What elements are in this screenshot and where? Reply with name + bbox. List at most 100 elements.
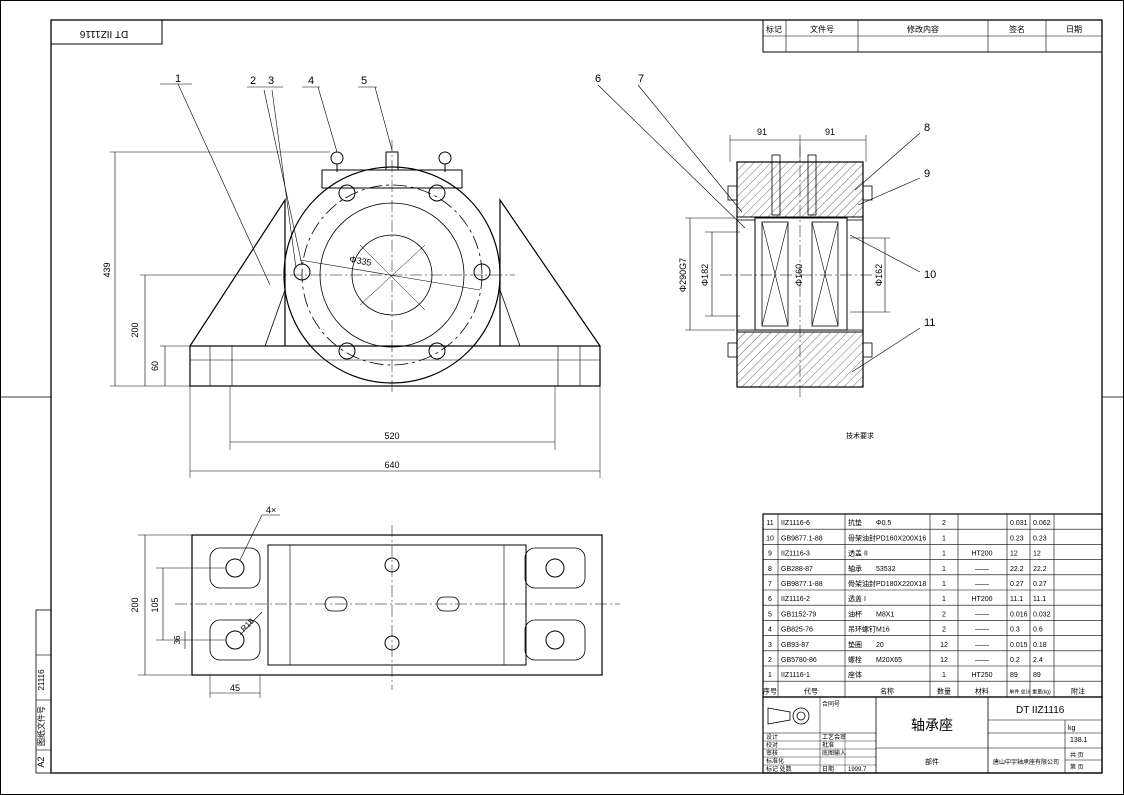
parts-cell-total: 89 — [1033, 672, 1041, 679]
parts-cell-spec: M16 — [876, 627, 890, 634]
dim-45: 45 — [230, 683, 240, 693]
parts-cell-no: 4 — [768, 627, 772, 634]
dim-d162: Φ162 — [874, 264, 884, 286]
parts-cell-total: 0.23 — [1033, 535, 1047, 542]
parts-cell-unit: 0.27 — [1010, 581, 1024, 588]
dim-60: 60 — [150, 361, 160, 371]
tb-designer: 设计 — [766, 733, 778, 741]
rev-h0: 标记 — [766, 24, 782, 34]
leader-1: 1 — [175, 73, 181, 85]
parts-cell-total: 0.062 — [1033, 520, 1051, 527]
leader-5: 5 — [361, 75, 367, 87]
parts-cell-total: 0.18 — [1033, 642, 1047, 649]
leader-7: 7 — [638, 73, 644, 85]
parts-cell-no: 5 — [768, 611, 772, 618]
parts-cell-name: 骨架油封 — [848, 579, 876, 588]
tb-part: 部件 — [925, 757, 939, 766]
parts-header-note: 附注 — [1071, 686, 1085, 695]
revision-table: 标记 文件号 修改内容 签名 日期 — [762, 19, 1103, 53]
parts-cell-qty: 2 — [942, 520, 946, 527]
parts-cell-mat: HT200 — [971, 596, 992, 603]
parts-cell-mat: HT200 — [971, 551, 992, 558]
dim-top-200: 200 — [130, 597, 140, 612]
dim-91-left: 91 — [757, 127, 767, 137]
parts-cell-code: GB93-87 — [781, 642, 809, 649]
parts-cell-unit: 0.031 — [1010, 520, 1028, 527]
parts-cell-spec: 20 — [876, 642, 884, 649]
parts-cell-no: 7 — [768, 581, 772, 588]
dim-d160: Φ160 — [794, 264, 804, 286]
title-block-grid — [762, 696, 1103, 774]
parts-cell-name: 油杯 — [848, 609, 862, 618]
parts-cell-name: 透盖 I — [848, 594, 866, 603]
parts-cell-name: 吊环螺钉 — [848, 625, 876, 634]
dim-4x: 4× — [266, 505, 276, 515]
tb-company: 唐山中宇轴承座有限公司 — [993, 758, 1059, 766]
inner-frame — [50, 19, 1103, 774]
parts-cell-qty: 1 — [942, 566, 946, 573]
parts-cell-mat: —— — [975, 627, 989, 634]
dim-d290: Φ290G7 — [678, 258, 688, 292]
parts-cell-spec: M8X1 — [876, 611, 894, 618]
tb-date-value: 1999.7 — [848, 767, 867, 773]
parts-cell-code: GB9877.1-88 — [781, 535, 823, 542]
section-caption: 技术要求 — [846, 431, 874, 440]
leader-9: 9 — [924, 168, 930, 180]
leader-3: 3 — [268, 75, 274, 87]
parts-cell-name: 骨架油封 — [848, 533, 876, 542]
parts-cell-name: 轴承 — [848, 564, 862, 573]
parts-cell-qty: 1 — [942, 672, 946, 679]
parts-cell-qty: 12 — [940, 642, 948, 649]
parts-cell-qty: 1 — [942, 551, 946, 558]
top-view — [138, 514, 620, 698]
parts-cell-code: IIZ1116-1 — [781, 672, 810, 679]
parts-cell-code: GB288-87 — [781, 566, 813, 573]
parts-cell-mat: —— — [975, 581, 989, 588]
parts-cell-unit: 0.016 — [1010, 611, 1028, 618]
parts-cell-code: GB825-76 — [781, 627, 813, 634]
parts-cell-unit: 12 — [1010, 551, 1018, 558]
parts-cell-unit: 89 — [1010, 672, 1018, 679]
tb-filing: 底图输入 — [822, 749, 846, 757]
leader-6: 6 — [595, 73, 601, 85]
parts-cell-no: 3 — [768, 642, 772, 649]
parts-cell-no: 1 — [768, 672, 772, 679]
parts-cell-code: IIZ1116-6 — [781, 520, 810, 527]
drawing-number-top: DT IIZ1116 — [79, 28, 128, 39]
dim-r18: R18 — [239, 616, 256, 633]
tb-checker: 校对 — [766, 741, 778, 749]
parts-cell-spec: Φ0.5 — [876, 520, 891, 527]
dim-91-right: 91 — [825, 127, 835, 137]
parts-cell-no: 11 — [766, 520, 773, 527]
parts-cell-code: GB5780-86 — [781, 657, 817, 664]
rev-h4: 日期 — [1066, 25, 1082, 34]
tb-sheets: 共 页 — [1070, 751, 1084, 759]
tb-process: 工艺会审 — [822, 733, 846, 741]
rev-h3: 签名 — [1009, 24, 1025, 34]
tb-title: 轴承座 — [911, 717, 953, 733]
dim-439: 439 — [102, 262, 112, 277]
parts-header-mat: 材料 — [975, 686, 989, 695]
parts-cell-qty: 1 — [942, 535, 946, 542]
parts-header-weight: 单件 总计 重量(kg) — [1009, 688, 1051, 695]
parts-cell-no: 6 — [768, 596, 772, 603]
dim-d182: Φ182 — [700, 264, 710, 286]
parts-cell-unit: 22.2 — [1010, 566, 1024, 573]
parts-cell-unit: 0.3 — [1010, 627, 1020, 634]
parts-cell-spec: PD160X200X16 — [876, 535, 926, 542]
parts-cell-unit: 0.23 — [1010, 535, 1024, 542]
parts-cell-qty: 2 — [942, 627, 946, 634]
tb-weight-value: 138.1 — [1070, 737, 1088, 744]
parts-cell-qty: 1 — [942, 581, 946, 588]
dim-36: 36 — [173, 635, 182, 644]
format-label: A2 — [36, 756, 46, 767]
dim-520: 520 — [384, 431, 399, 441]
parts-cell-code: IIZ1116-3 — [781, 551, 810, 558]
parts-header-name: 名称 — [880, 686, 894, 695]
tb-date-label: 日期 — [822, 765, 834, 773]
parts-header-no: 序号 — [763, 686, 777, 695]
parts-cell-total: 2.4 — [1033, 657, 1043, 664]
tb-reviewer: 审核 — [766, 749, 778, 757]
